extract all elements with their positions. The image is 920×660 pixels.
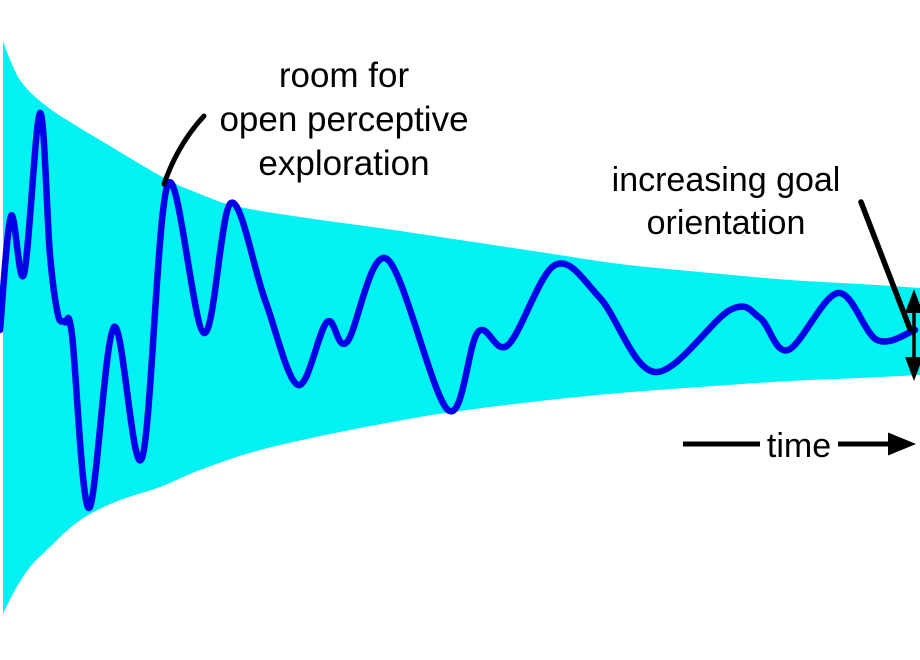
double-arrow-down-head [905, 357, 920, 381]
time-axis-label: time [766, 427, 832, 465]
pointer-line-left [161, 113, 207, 187]
time-axis-arrow [683, 432, 916, 456]
funnel-shape [3, 42, 920, 614]
annotation-goal-orientation: increasing goal orientation [612, 159, 841, 245]
annotation-line: exploration [258, 144, 430, 183]
pointer-line-right [858, 199, 913, 332]
annotation-line: orientation [646, 204, 806, 242]
annotation-line: open perceptive [219, 100, 469, 139]
time-arrow-right-head [888, 432, 916, 456]
annotation-line: increasing goal [611, 161, 841, 199]
double-arrow-up-head [905, 289, 920, 313]
annotation-open-exploration: room for open perceptive exploration [219, 54, 468, 186]
annotation-line: room for [278, 56, 410, 95]
amplitude-double-arrow [905, 289, 920, 381]
signal-curve [0, 109, 919, 512]
